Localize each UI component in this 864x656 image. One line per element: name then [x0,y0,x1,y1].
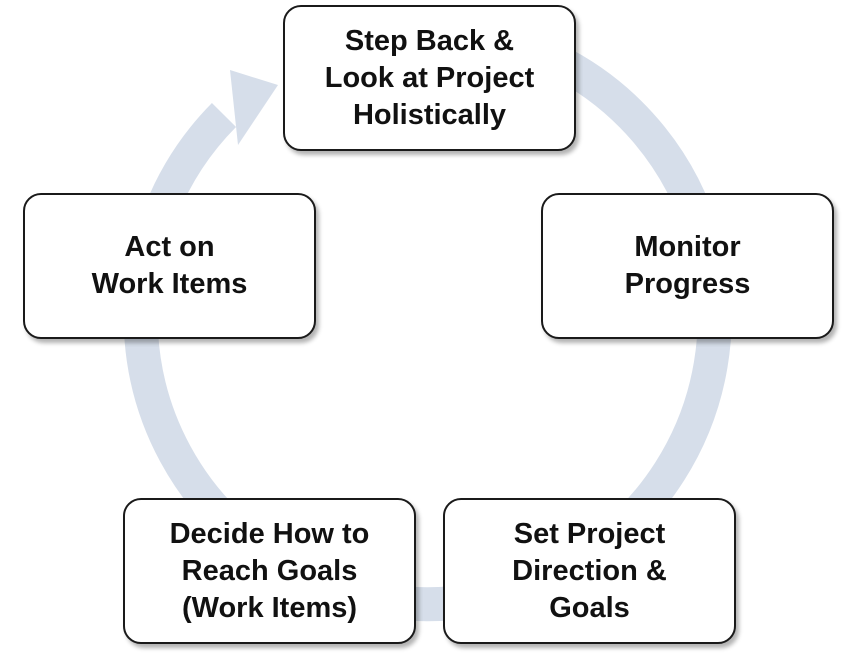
set-direction-label: Set Project Direction & Goals [512,517,667,624]
step-back-label: Step Back & Look at Project Holistically [324,24,535,131]
step-back-node: Step Back & Look at Project Holistically [283,5,576,151]
monitor-progress-node: Monitor Progress [541,193,834,339]
set-direction-node: Set Project Direction & Goals [443,498,736,644]
decide-goals-node: Decide How to Reach Goals (Work Items) [123,498,416,644]
act-on-work-items-node: Act on Work Items [23,193,316,339]
decide-goals-label: Decide How to Reach Goals (Work Items) [169,517,370,624]
act-on-work-items-label: Act on Work Items [91,231,248,300]
cycle-arrowhead [230,70,278,145]
monitor-progress-label: Monitor Progress [624,231,751,300]
